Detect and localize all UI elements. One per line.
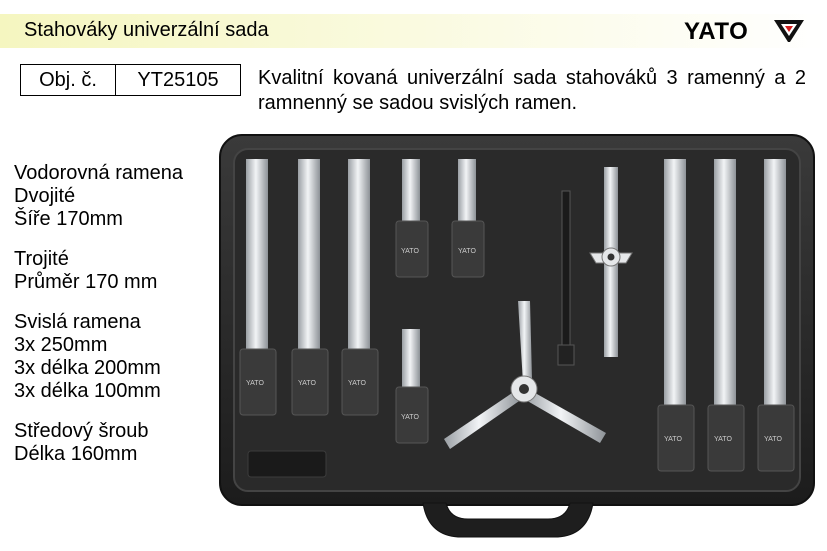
- page-title: Stahováky univerzální sada: [24, 19, 269, 41]
- brand-logo: YATO: [684, 16, 804, 46]
- three-arm-yoke: [444, 301, 606, 449]
- case-handle: [422, 502, 594, 538]
- two-arm-yoke: [589, 167, 633, 357]
- spec-line: Délka 160mm: [14, 443, 138, 465]
- order-number-label: Obj. č.: [21, 65, 116, 95]
- jaw-label: YATO: [714, 436, 732, 443]
- brand-logo-text: YATO: [684, 18, 749, 45]
- short-arm-middle: YATO: [395, 329, 429, 444]
- order-number-box: Obj. č. YT25105: [20, 64, 241, 96]
- logo-mark-icon: [774, 20, 804, 42]
- spec-group-triple: Trojité Průměr 170 mm: [14, 248, 183, 294]
- spec-line: Svislá ramena: [14, 311, 141, 333]
- order-number-value: YT25105: [137, 69, 219, 91]
- tray-slot: [247, 450, 327, 478]
- center-bolt: [557, 190, 575, 366]
- jaw-label: YATO: [458, 248, 476, 255]
- spec-line: Trojité: [14, 248, 69, 270]
- product-description: Kvalitní kovaná univerzální sada stahová…: [258, 67, 806, 114]
- jaw-label: YATO: [664, 436, 682, 443]
- spec-group-center-bolt: Středový šroub Délka 160mm: [14, 420, 183, 466]
- spec-line: 3x 250mm: [14, 334, 108, 356]
- product-image: YATO YATO YATO YATO YATO YATO: [219, 134, 815, 538]
- long-arm-set-left: YATO YATO YATO: [239, 159, 379, 416]
- spec-line: 3x délka 100mm: [14, 380, 161, 402]
- spec-group-horizontal-arms: Vodorovná ramena Dvojité Šíře 170mm: [14, 162, 183, 231]
- jaw-label: YATO: [401, 248, 419, 255]
- spec-list: Vodorovná ramena Dvojité Šíře 170mm Troj…: [14, 162, 183, 483]
- spec-line: Průměr 170 mm: [14, 271, 158, 293]
- spec-group-vertical-arms: Svislá ramena 3x 250mm 3x délka 200mm 3x…: [14, 311, 183, 403]
- spec-line: Dvojité: [14, 185, 76, 207]
- spec-line: Vodorovná ramena: [14, 162, 184, 184]
- spec-line: Středový šroub: [14, 420, 149, 442]
- spec-line: 3x délka 200mm: [14, 357, 161, 379]
- jaw-label: YATO: [764, 436, 782, 443]
- jaw-label: YATO: [401, 414, 419, 421]
- jaw-label: YATO: [298, 380, 316, 387]
- jaw-label: YATO: [246, 380, 264, 387]
- title-bar: [0, 14, 827, 48]
- spec-line: Šíře 170mm: [14, 208, 123, 230]
- long-arm-set-right: YATO YATO YATO: [657, 159, 795, 472]
- short-arm-set-top: YATO YATO: [395, 159, 485, 278]
- jaw-label: YATO: [348, 380, 366, 387]
